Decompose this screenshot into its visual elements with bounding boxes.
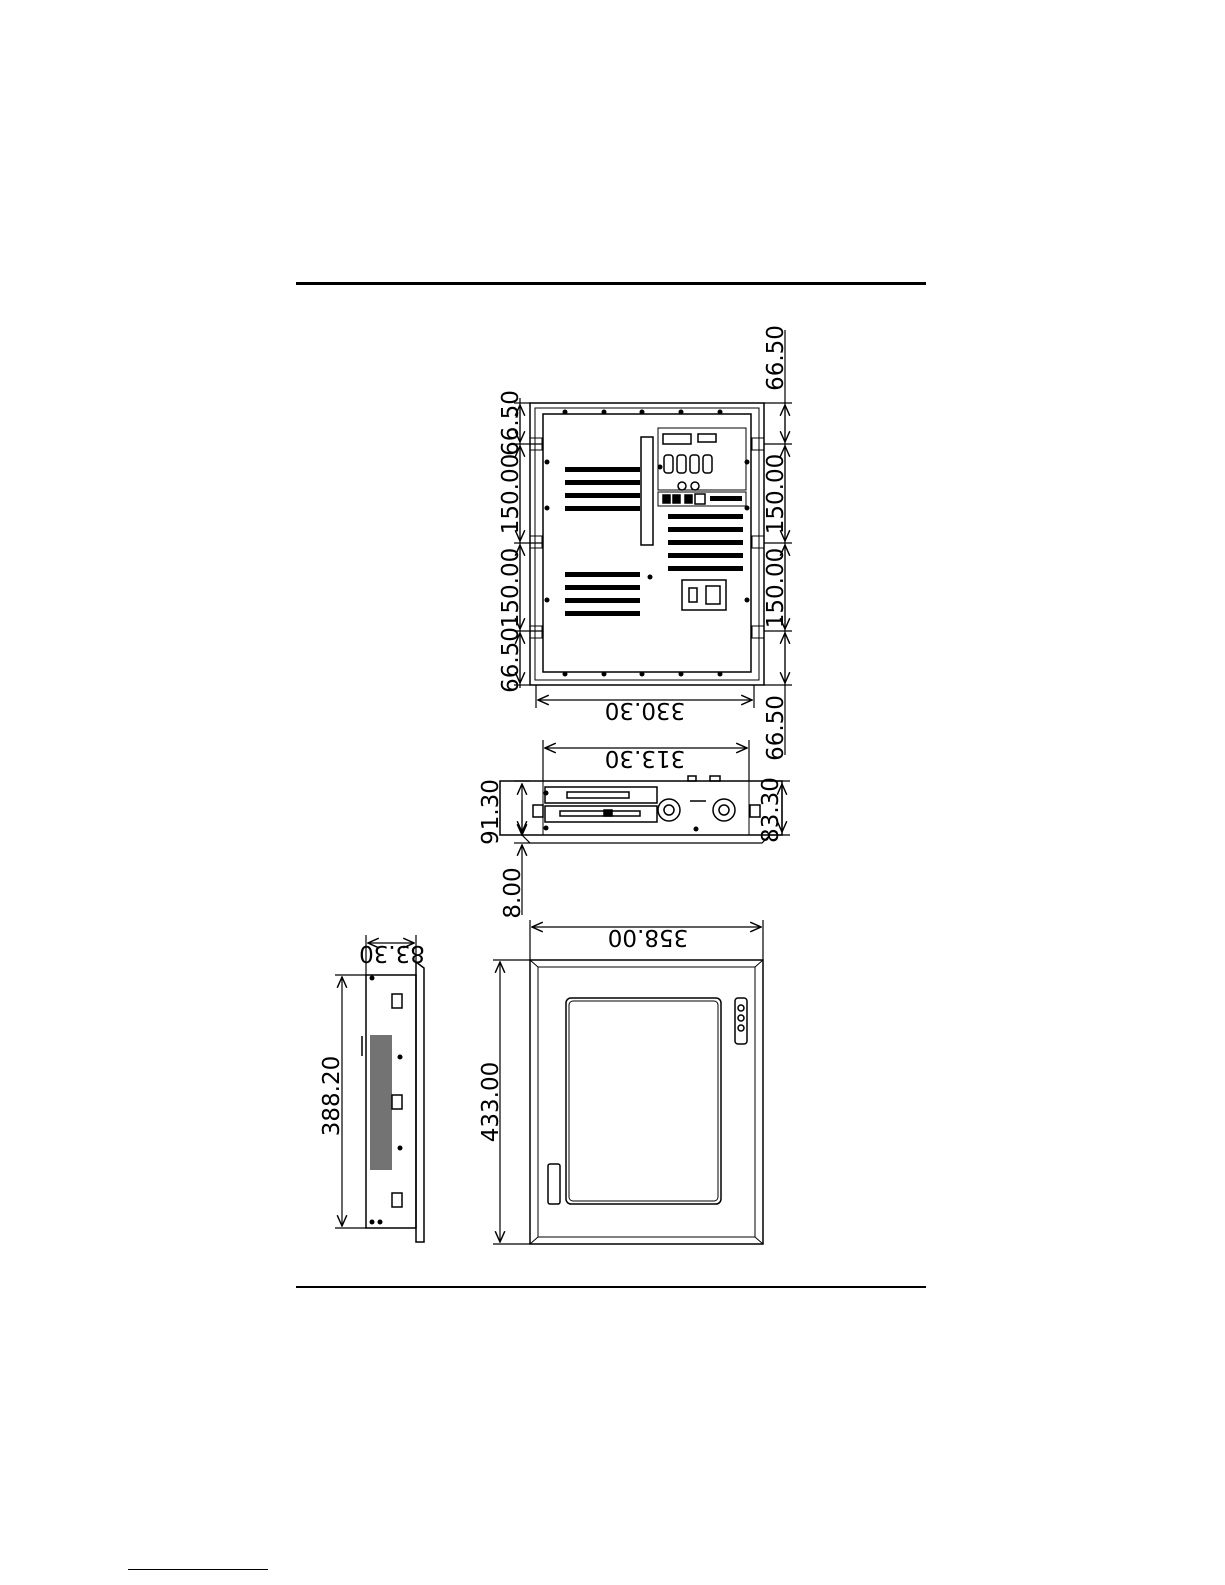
- dim-rear-right-top: 66.50: [763, 325, 789, 391]
- dim-front-width: 358.00: [608, 924, 688, 950]
- dim-rear-right-mid2: 150.00: [763, 548, 789, 628]
- dim-rear-left-mid1: 150.00: [498, 454, 524, 534]
- bottom-view: [500, 776, 782, 843]
- dim-front-height: 433.00: [478, 1062, 504, 1142]
- dim-rear-left-top: 66.50: [498, 390, 524, 456]
- side-view-vent: [370, 1035, 392, 1170]
- front-view: [530, 960, 763, 1244]
- dim-rear-right-mid1: 150.00: [763, 454, 789, 534]
- dim-side-depth: 83.30: [359, 940, 425, 966]
- front-dimension-lines: [493, 920, 763, 1244]
- dim-bottom-right-height: 83.30: [758, 777, 784, 843]
- rear-vents: [545, 410, 750, 677]
- dim-side-height: 388.20: [319, 1056, 345, 1136]
- dim-bezel-thickness: 8.00: [500, 867, 526, 918]
- dim-rear-left-mid2: 150.00: [498, 548, 524, 628]
- dim-rear-left-bottom: 66.50: [498, 627, 524, 693]
- dim-rear-right-bottom: 66.50: [763, 695, 789, 761]
- dim-cutout-width: 313.30: [605, 745, 685, 771]
- dim-bottom-left-height: 91.30: [478, 779, 504, 845]
- dim-rear-width: 330.30: [605, 697, 685, 723]
